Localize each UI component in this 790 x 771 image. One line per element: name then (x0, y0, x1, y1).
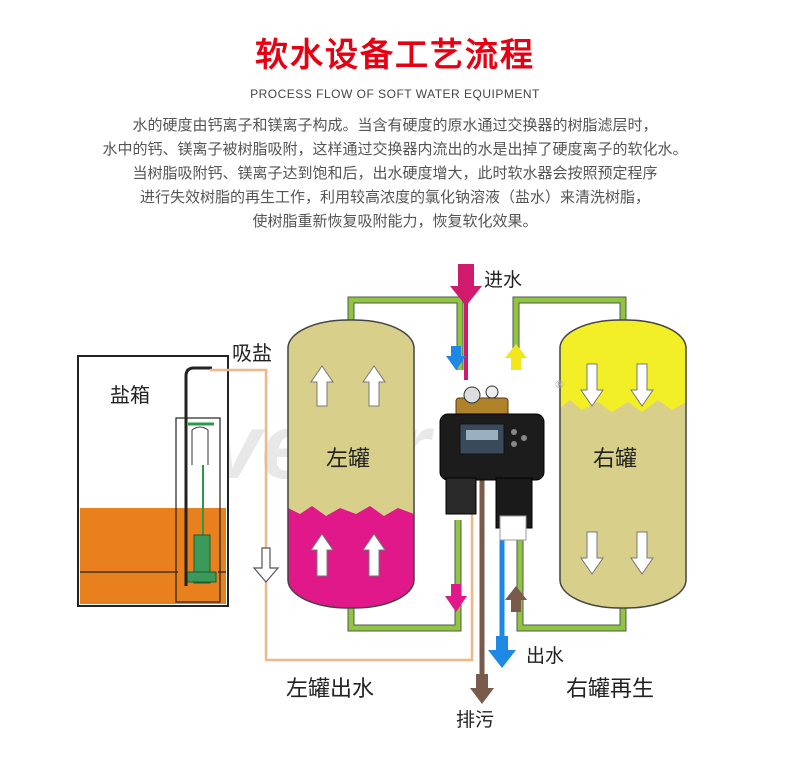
left-status-label: 左罐出水 (286, 677, 374, 702)
right-status-label: 右罐再生 (566, 677, 654, 702)
right-tank-label: 右罐 (593, 447, 637, 472)
green-pipes (348, 297, 626, 631)
page-subtitle: PROCESS FLOW OF SOFT WATER EQUIPMENT (250, 87, 540, 101)
brine-arrow-icon (252, 547, 280, 583)
salt-box (77, 355, 229, 607)
left-outlet-arrow-icon (445, 584, 467, 612)
inlet-arrow-icon (450, 264, 482, 306)
brine-line (210, 368, 474, 662)
outlet-label: 出水 (526, 645, 564, 667)
right-return-arrow-icon (505, 586, 527, 612)
pipe-outlines (347, 296, 627, 632)
inlet-down-arrow-icon (446, 346, 466, 370)
description-block: 水的硬度由钙离子和镁离子构成。当含有硬度的原水通过交换器的树脂滤层时， 水中的钙… (0, 113, 790, 233)
suction-label: 吸盐 (232, 341, 272, 365)
left-tank (287, 319, 415, 609)
outlet-arrow-icon (488, 636, 516, 668)
description-line: 水中的钙、镁离子被树脂吸附，这样通过交换器内流出的水是出掉了硬度离子的软化水。 (102, 140, 688, 158)
description-line: 使树脂重新恢复吸附能力，恢复软化效果。 (252, 212, 538, 230)
page-title: 软水设备工艺流程 (255, 35, 535, 74)
up-arrow-icon (310, 365, 386, 577)
description-line: 当树脂吸附钙、镁离子达到饱和后，出水硬度增大，此时软水器会按照预定程序 (132, 164, 658, 182)
control-valve (439, 385, 545, 541)
inlet-label: 进水 (484, 269, 522, 291)
drain-arrow-icon (470, 674, 494, 704)
up-flow-arrow-icon (505, 344, 527, 370)
left-tank-label: 左罐 (326, 447, 370, 472)
registered-mark: ® (554, 378, 565, 391)
description-line: 进行失效树脂的再生工作，利用较高浓度的氯化钠溶液（盐水）来清洗树脂， (139, 188, 650, 206)
description-line: 水的硬度由钙离子和镁离子构成。当含有硬度的原水通过交换器的树脂滤层时， (132, 116, 658, 134)
drain-label: 排污 (456, 709, 494, 731)
salt-box-label: 盐箱 (110, 383, 150, 407)
down-arrow-icon (580, 363, 654, 575)
